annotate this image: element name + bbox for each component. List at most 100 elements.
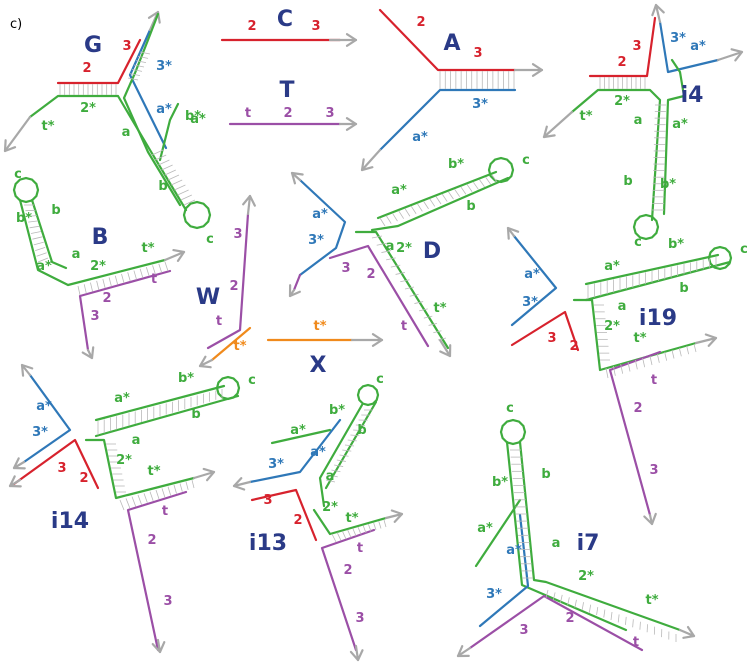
panel-label: c): [10, 17, 22, 32]
G-rungs-stem: [151, 149, 196, 206]
X-label-0: t*: [313, 319, 326, 334]
W-arrow: [246, 194, 252, 216]
D-label-8: 3: [341, 261, 350, 276]
i14-green-arrow-head: [202, 467, 216, 482]
G-blue-arrow-head: [147, 10, 161, 24]
D-hairpin-loop: [487, 156, 515, 184]
i4-blue-arrow-head: [651, 3, 665, 17]
B-green-arrow: [163, 250, 186, 262]
B-label-5: 2*: [90, 259, 106, 274]
D-green-lower: [370, 176, 510, 232]
i4-name: i4: [681, 83, 704, 108]
i14-label-1: a*: [114, 391, 130, 406]
i13-label-3: a*: [310, 445, 326, 460]
B-green-stem-right: [30, 198, 68, 270]
D-label-7: 2*: [396, 241, 412, 256]
T-name: T: [279, 78, 294, 103]
i19-blue-arrow-head: [506, 226, 520, 240]
i4-green-arrow: [542, 110, 574, 139]
i19-label-9: 2: [569, 339, 578, 354]
i13-blue-arrow-head: [232, 477, 246, 491]
i19-label-6: b: [679, 281, 688, 296]
i7-purple-arrow: [456, 646, 472, 658]
D-label-11: t: [401, 319, 407, 334]
i4-label-1: 2: [617, 55, 626, 70]
G-label-1: 2: [82, 61, 91, 76]
G-label-0: 3: [122, 39, 131, 54]
i14-label-12: 2: [147, 533, 156, 548]
i14-red-arrow-head: [8, 475, 22, 488]
D-label-3: b: [466, 199, 475, 214]
i19-label-2: b*: [668, 237, 684, 252]
D-label-1: c: [522, 153, 530, 168]
i14-purple-arrow-head: [151, 641, 166, 654]
G-green-arrow: [3, 115, 32, 153]
B-green-arrow-head: [172, 249, 186, 262]
i7-label-8: t*: [645, 593, 658, 608]
W-arrow-head: [242, 194, 256, 207]
B-label-8: 2: [102, 291, 111, 306]
i13-purple-arrow-head: [349, 649, 364, 662]
i4-blue-arrow-r: [716, 50, 744, 62]
i19-label-13: 3: [649, 463, 658, 478]
i13-name: i13: [249, 531, 287, 556]
i13-label-9: 2*: [322, 500, 338, 515]
i13-label-0: c: [376, 372, 384, 387]
i4-label-2: 3*: [670, 31, 686, 46]
i4-label-7: a*: [672, 117, 688, 132]
i14-green-upper: [94, 384, 226, 422]
i19-rungs-arm: [587, 257, 717, 299]
i13-label-11: t: [357, 541, 363, 556]
i14-name: i14: [51, 509, 89, 534]
i7-hairpin-loop: [499, 418, 527, 446]
i4-blue-strand: [658, 20, 720, 74]
G-green-b: [158, 102, 180, 162]
D-green-arrow: [438, 338, 452, 358]
i13-blue-strand: [248, 418, 342, 484]
i7-rungs-tail: [545, 589, 677, 642]
D-blue-strand: [298, 178, 347, 277]
i13-purple-arrow: [354, 644, 360, 662]
D-purple-strand: [292, 273, 302, 292]
i14-rungs-stem: [106, 443, 126, 493]
i13-label-7: 3: [263, 493, 272, 508]
strands-layer: [3, 3, 744, 662]
B-green-stem-left: [18, 198, 167, 287]
B-label-1: b*: [16, 211, 32, 226]
i14-label-7: 2*: [116, 453, 132, 468]
i7-purple-arrow-head: [456, 645, 470, 658]
i13-green-arm-right: [324, 400, 378, 490]
i4-green-arrow-head: [542, 125, 556, 139]
i14-purple-arrow: [156, 638, 162, 654]
W-label-1: 2: [229, 279, 238, 294]
i19-rungs-tail: [605, 343, 697, 379]
i13-blue-arrow: [232, 480, 252, 488]
i4-red-strand: [588, 16, 657, 78]
i13-label-5: 3*: [268, 457, 284, 472]
B-label-9: 3: [90, 309, 99, 324]
i4-label-8: b: [623, 174, 632, 189]
i7-label-7: 2*: [578, 569, 594, 584]
i13-hairpin-loop: [356, 383, 380, 407]
i4-green-stem: [662, 58, 686, 216]
B-label-2: b: [51, 203, 60, 218]
D-green-upper: [376, 170, 498, 220]
i14-label-11: t: [162, 504, 168, 519]
i4-label-10: c: [634, 235, 642, 250]
i14-label-13: 3: [163, 594, 172, 609]
B-purple-strand: [78, 269, 172, 352]
B-rungs-tail: [77, 261, 169, 296]
i14-label-9: 2: [79, 471, 88, 486]
T-label-0: t: [245, 106, 251, 121]
i7-purple-strand: [468, 594, 644, 652]
i14-blue-arrow-l-head: [12, 457, 26, 470]
i4-rungs-top: [599, 77, 646, 89]
i7-label-0: c: [506, 401, 514, 416]
A-arrow-head: [531, 63, 544, 77]
D-blue-arrow-head: [290, 171, 304, 185]
G-red-strand: [56, 38, 142, 85]
A-label-1: 3: [473, 46, 482, 61]
T-arrow-head: [345, 117, 358, 131]
i13-label-13: 3: [355, 611, 364, 626]
